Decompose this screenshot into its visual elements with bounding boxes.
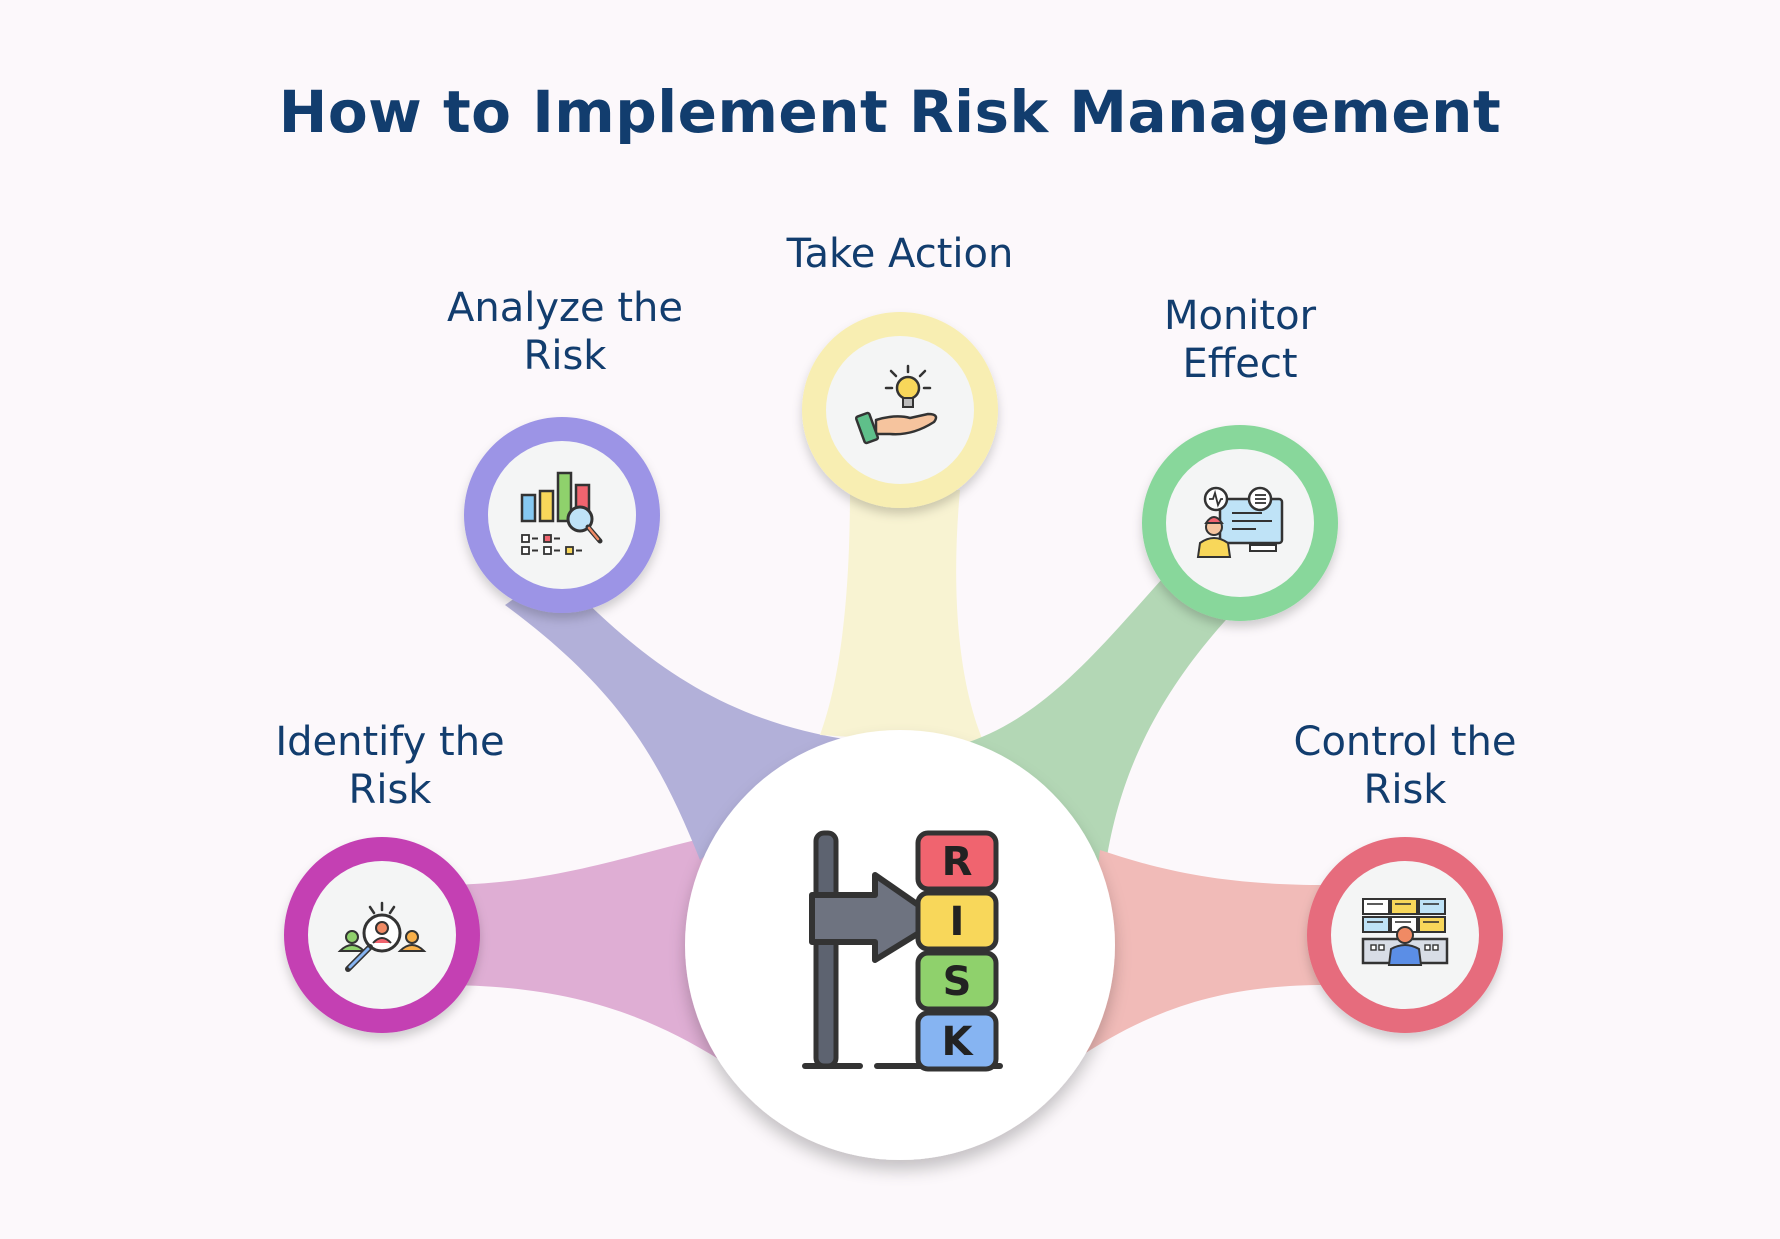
letter-s: S <box>943 959 972 1005</box>
letter-block-k: K <box>915 1010 999 1072</box>
step-node-analyze <box>464 417 660 613</box>
page-title: How to Implement Risk Management <box>278 78 1502 146</box>
control-panel-icon <box>1361 898 1449 966</box>
letter-r: R <box>942 839 973 885</box>
hand-lightbulb-icon <box>854 364 938 445</box>
letter-i: I <box>950 899 965 945</box>
letter-block-i: I <box>915 890 999 952</box>
step-label-control: Control the Risk <box>1293 719 1517 813</box>
step-node-control <box>1307 837 1503 1033</box>
step-label-identify: Identify the Risk <box>275 719 505 813</box>
step-node-identify <box>284 837 480 1033</box>
step-label-monitor: Monitor Effect <box>1163 293 1317 387</box>
step-inner-action <box>826 336 974 484</box>
monitor-dashboard-icon <box>1196 486 1284 558</box>
letter-block-r: R <box>915 830 999 892</box>
step-node-monitor <box>1142 425 1338 621</box>
people-search-icon <box>337 901 427 972</box>
step-label-action: Take Action <box>786 231 1014 277</box>
band-action <box>820 490 985 745</box>
step-label-analyze: Analyze the Risk <box>447 285 683 379</box>
letter-block-s: S <box>915 950 999 1012</box>
band-control <box>1075 850 1325 1060</box>
letter-k: K <box>942 1019 975 1065</box>
band-identify <box>440 830 740 1060</box>
step-node-action <box>802 312 998 508</box>
chart-analysis-icon <box>520 471 603 555</box>
